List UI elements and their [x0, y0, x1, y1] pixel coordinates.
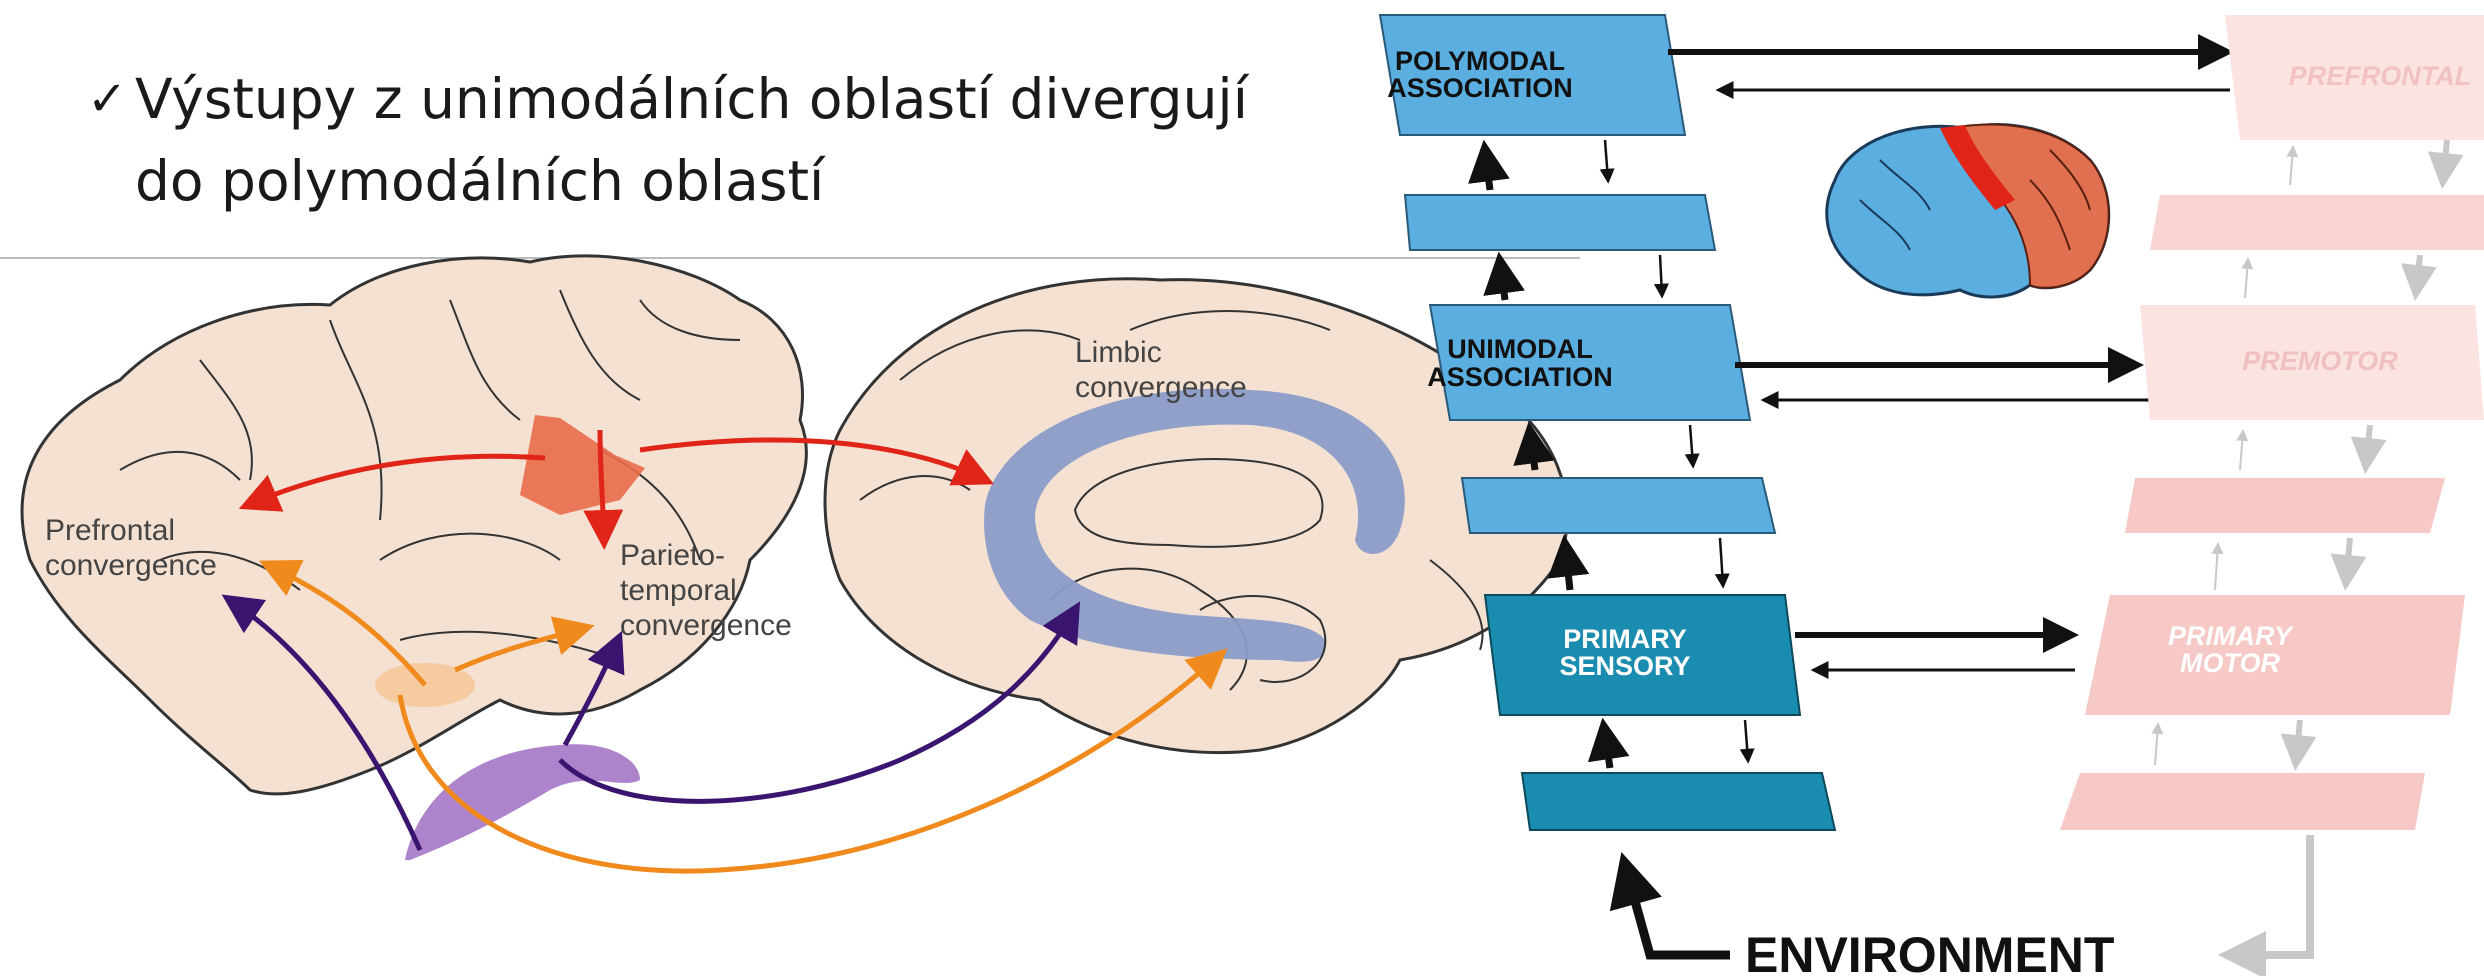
primary-sensory-line1: PRIMARY	[1563, 624, 1687, 654]
premotor-label: PREMOTOR	[2242, 346, 2398, 376]
polymodal-line2: ASSOCIATION	[1387, 73, 1573, 103]
unimodal-line2: ASSOCIATION	[1427, 362, 1613, 392]
motor-intermediate-box-2	[2125, 478, 2445, 533]
environment-arrow	[1625, 865, 1730, 955]
primary-motor-line1: PRIMARY	[2168, 621, 2295, 651]
sensory-intermediate-box-1	[1405, 195, 1715, 250]
prefrontal-label: PREFRONTAL	[2289, 61, 2472, 91]
sensory-intermediate-box-3	[1522, 773, 1835, 830]
environment-label: ENVIRONMENT	[1745, 927, 2114, 976]
label-prefrontal-1: Prefrontal	[45, 514, 175, 547]
polymodal-line1: POLYMODAL	[1395, 46, 1565, 76]
sensory-intermediate-box-2	[1462, 478, 1775, 533]
unimodal-line1: UNIMODAL	[1447, 334, 1592, 364]
primary-sensory-line2: SENSORY	[1559, 651, 1690, 681]
motor-column: PREFRONTAL PREMOTOR PRIMARY MOTOR	[2060, 15, 2484, 830]
label-prefrontal-2: convergence	[45, 549, 217, 582]
label-parieto-3: convergence	[620, 609, 792, 642]
motor-column-arrows	[2155, 140, 2447, 955]
label-parieto-2: temporal	[620, 574, 737, 607]
label-limbic-2: convergence	[1075, 371, 1247, 404]
label-parieto-1: Parieto-	[620, 539, 725, 572]
label-limbic-1: Limbic	[1075, 336, 1162, 369]
small-brain-illustration	[1827, 125, 2109, 297]
primary-motor-line2: MOTOR	[2180, 648, 2280, 678]
motor-intermediate-box-3	[2060, 773, 2425, 830]
motor-intermediate-box-1	[2150, 195, 2484, 250]
